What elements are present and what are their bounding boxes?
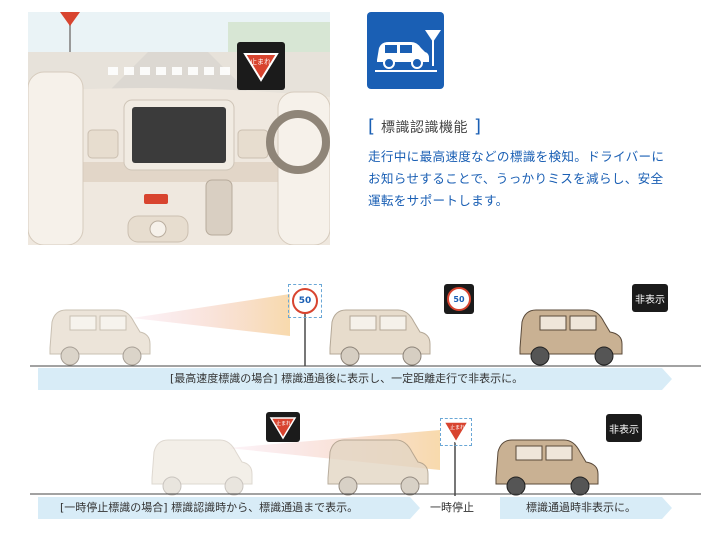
feature-title-text: 標識認識機能 [381, 120, 469, 136]
stop-caption-mid: 一時停止 [430, 501, 474, 514]
description-line-1: 走行中に最高速度などの標識を検知。ドライバーに [368, 149, 665, 164]
stop-scenario-illustration [30, 430, 701, 496]
speed-display-sign: 50 [444, 284, 474, 314]
speed-limit-road-sign: 50 [288, 284, 322, 318]
detection-frame [288, 284, 322, 318]
stop-road-sign: 止まれ [440, 418, 472, 446]
speed-caption: [最高速度標識の場合] 標識通過後に表示し、一定距離走行で非表示に。 [170, 372, 524, 385]
stop-display-text: 止まれ [276, 421, 292, 427]
title-bracket-close: ] [474, 116, 482, 137]
speed-caption-banner: [最高速度標識の場合] 標識通過後に表示し、一定距離走行で非表示に。 [38, 368, 662, 390]
stop-banner-arrow-left [410, 497, 420, 519]
stop-display-sign: 止まれ [266, 412, 300, 442]
speed-hide-display: 非表示 [632, 284, 668, 312]
detection-frame [440, 418, 472, 446]
hero-illustration: 止まれ [28, 12, 330, 245]
description-line-2: お知らせすることで、うっかりミスを減らし、安全 [368, 171, 664, 186]
speed-banner-arrow [662, 368, 672, 390]
stop-caption-banner-right: 標識通過時非表示に。 [500, 497, 662, 519]
stop-caption-right: 標識通過時非表示に。 [526, 501, 636, 514]
title-bracket-open: [ [368, 116, 376, 137]
speed-scenario-illustration [30, 294, 701, 367]
stop-caption-left: [一時停止標識の場合] 標識認識時から、標識通過まで表示。 [60, 501, 359, 514]
speed-display-value: 50 [453, 294, 465, 304]
description-line-3: 運転をサポートします。 [368, 193, 509, 208]
speed-road-sign-value: 50 [298, 296, 312, 306]
stop-hide-display: 非表示 [606, 414, 642, 442]
car-with-sign-icon [367, 12, 444, 89]
stop-hide-label: 非表示 [609, 424, 639, 436]
hero-sign-text: 止まれ [250, 58, 271, 66]
speed-hide-label: 非表示 [635, 294, 665, 306]
hero-sign-display: 止まれ [237, 42, 285, 90]
stop-banner-arrow-right [662, 497, 672, 519]
feature-title: [ 標識認識機能 ] [368, 116, 481, 138]
feature-description: 走行中に最高速度などの標識を検知。ドライバーに お知らせすることで、うっかりミス… [368, 146, 686, 212]
stop-caption-banner-left: [一時停止標識の場合] 標識認識時から、標識通過まで表示。 [38, 497, 410, 519]
stop-road-sign-text: 止まれ [450, 425, 466, 431]
